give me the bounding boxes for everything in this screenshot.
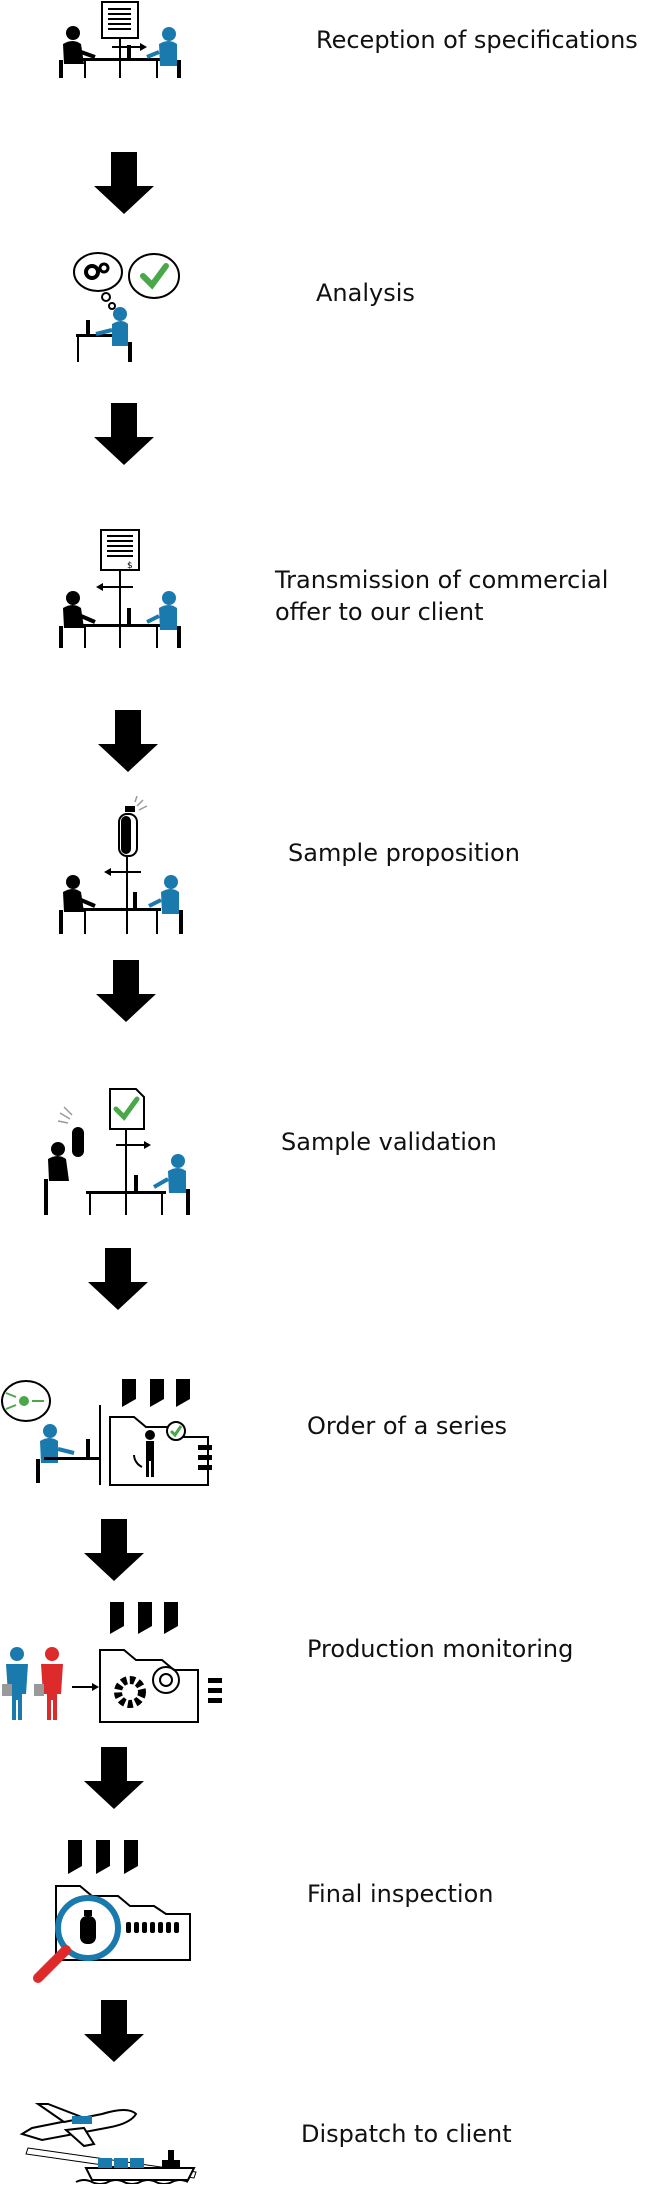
down-arrow — [84, 2000, 144, 2062]
step-label: Reception of specifications — [316, 26, 638, 54]
step-label: Production monitoring — [307, 1635, 574, 1663]
sample-proposition-icon — [59, 796, 183, 934]
down-arrow — [88, 1248, 148, 1310]
specification-exchange-icon — [59, 1, 181, 78]
production-monitoring-icon — [2, 1602, 222, 1723]
sample-validation-icon — [44, 1088, 190, 1215]
step-label: Sample proposition — [288, 839, 520, 867]
down-arrow — [84, 1519, 144, 1581]
step-label: Transmission of commercial offer to our … — [275, 566, 609, 626]
step-label: Sample validation — [281, 1128, 497, 1156]
step-label: Dispatch to client — [301, 2120, 512, 2148]
down-arrow — [84, 1747, 144, 1809]
step-label: Analysis — [316, 279, 415, 307]
svg-text:$: $ — [127, 561, 133, 571]
down-arrow — [96, 960, 156, 1022]
step-label: Final inspection — [307, 1880, 494, 1908]
dispatch-plane-ship-icon — [19, 2103, 197, 2184]
final-inspection-icon — [33, 1840, 191, 1983]
analysis-thought-icon — [73, 252, 180, 362]
down-arrow — [94, 152, 154, 214]
series-order-factory-icon — [1, 1379, 212, 1486]
commercial-offer-icon: $ — [59, 529, 181, 648]
step-label: Order of a series — [307, 1412, 508, 1440]
down-arrow — [94, 403, 154, 465]
down-arrow — [98, 710, 158, 772]
